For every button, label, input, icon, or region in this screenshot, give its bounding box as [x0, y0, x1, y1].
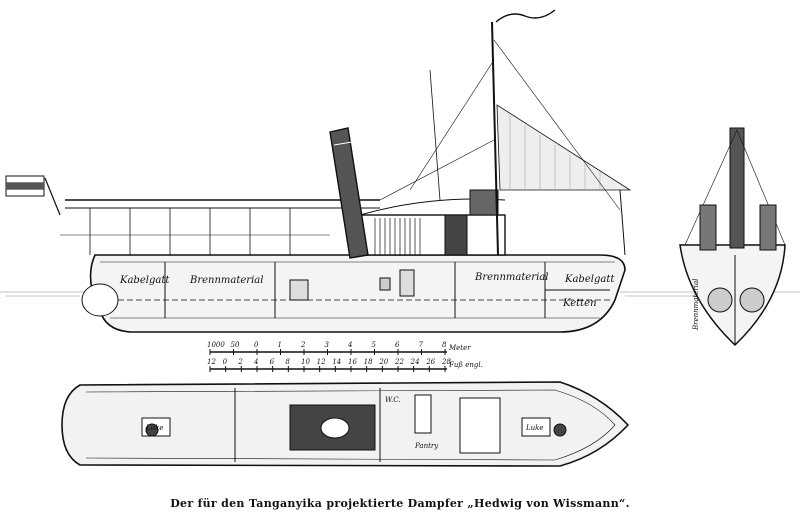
scale-tick-label: 22: [394, 358, 404, 366]
scale-tick-label: 6: [270, 358, 275, 366]
label-kabelgatt-fwd: Kabelgatt: [564, 274, 615, 285]
scale-tick-label: 0: [254, 341, 259, 349]
scale-tick-label: 12: [317, 358, 326, 366]
front-label-brennmaterial: Brennmaterial: [692, 279, 700, 331]
label-kabelgatt-aft: Kabelgatt: [119, 275, 170, 286]
scale-tick-label: 5: [372, 341, 377, 349]
scale-tick-label: 8: [285, 358, 290, 366]
scale-tick-label: 2: [300, 341, 306, 349]
scale-tick-label: 14: [332, 358, 341, 366]
scale-tick-label: 18: [364, 358, 373, 366]
feet-unit: Fuß engl.: [448, 361, 483, 369]
scale-tick-label: 26: [425, 358, 435, 366]
scale-tick-label: 50: [231, 341, 240, 349]
scale-tick-label: 20: [378, 358, 388, 366]
scale-tick-label: 4: [347, 341, 352, 349]
side-view-labels: Kabelgatt Brennmaterial Brennmaterial Ka…: [119, 272, 615, 309]
scale-tick-label: 6: [395, 341, 400, 349]
plan-view: Luke W.C. Pantry Luke: [61, 381, 630, 467]
awning: [60, 199, 380, 255]
scale-tick-label: 0: [223, 358, 228, 366]
scale-tick-label: 1000: [207, 341, 225, 349]
mast-and-sail: [379, 9, 632, 256]
label-brennmaterial-aft: Brennmaterial: [189, 275, 263, 286]
meter-unit: Meter: [448, 344, 471, 352]
stern-flag: [5, 175, 61, 216]
figure-caption: Der für den Tanganyika projektierte Damp…: [170, 497, 630, 510]
hull-side-view: [81, 254, 626, 333]
meter-ticks: 1000 50 0 1 2 3 4 5 6 7 8: [207, 341, 447, 355]
plan-label-wc: W.C.: [385, 396, 401, 404]
scale-tick-label: 3: [325, 341, 330, 349]
plan-label-pantry: Pantry: [414, 442, 439, 450]
plan-label-luke-fwd: Luke: [525, 424, 544, 432]
scale-tick-label: 2: [237, 358, 243, 366]
scale-tick-label: 4: [253, 358, 258, 366]
label-ketten: Ketten: [562, 298, 597, 309]
scale-tick-label: 28: [441, 358, 451, 366]
scale-tick-label: 8: [442, 341, 447, 349]
scale-tick-label: 16: [348, 358, 357, 366]
scale-tick-label: 1: [278, 341, 282, 349]
plan-label-luke-aft: Luke: [145, 424, 164, 432]
funnel: [329, 127, 369, 259]
scale-tick-label: 10: [301, 358, 310, 366]
front-view: Brennmaterial: [679, 127, 786, 347]
scale-tick-label: 7: [419, 341, 424, 349]
scale-tick-label: 12: [207, 358, 216, 366]
deckhouse: [359, 189, 506, 256]
scale-tick-label: 24: [410, 358, 420, 366]
label-brennmaterial-fwd: Brennmaterial: [474, 272, 548, 283]
